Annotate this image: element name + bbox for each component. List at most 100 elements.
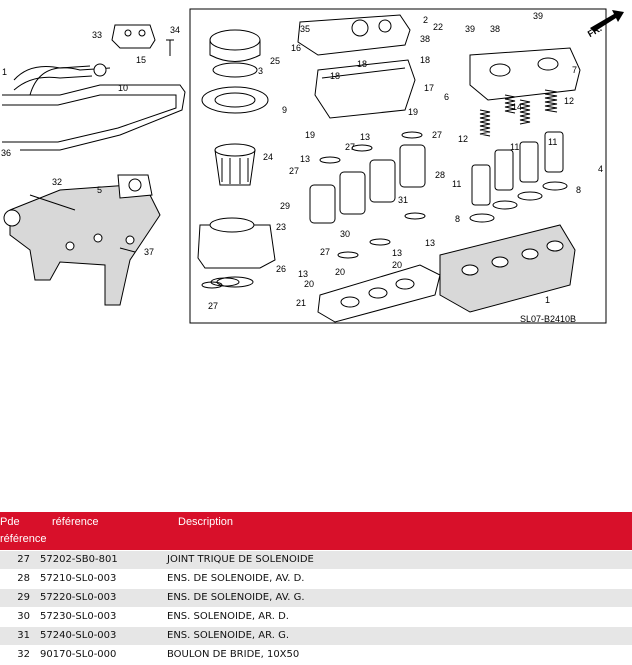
svg-text:8: 8 — [455, 214, 460, 224]
table-row[interactable]: 30 57230-SL0-003 ENS. SOLENOIDE, AR. D. — [0, 607, 632, 626]
svg-text:9: 9 — [282, 105, 287, 115]
svg-text:11: 11 — [510, 142, 519, 152]
svg-text:27: 27 — [432, 130, 442, 140]
svg-text:21: 21 — [296, 298, 306, 308]
svg-text:34: 34 — [170, 25, 180, 35]
cell-description: ENS. DE SOLENOIDE, AV. G. — [167, 592, 305, 603]
cell-pde: 27 — [17, 554, 30, 565]
cell-description: BOULON DE BRIDE, 10X50 — [167, 649, 300, 660]
svg-text:23: 23 — [276, 222, 286, 232]
svg-text:37: 37 — [144, 247, 154, 257]
svg-text:36: 36 — [1, 148, 11, 158]
solenoid-assemblies — [309, 144, 426, 224]
cell-description: JOINT TRIQUE DE SOLENOIDE — [167, 554, 314, 565]
svg-text:35: 35 — [300, 24, 310, 34]
svg-text:5: 5 — [97, 185, 102, 195]
cell-reference[interactable]: 57240-SL0-003 — [40, 630, 117, 641]
svg-text:8: 8 — [576, 185, 581, 195]
cell-pde: 30 — [17, 611, 30, 622]
header-pde-reference: référence — [0, 533, 47, 545]
cell-description: ENS. DE SOLENOIDE, AV. D. — [167, 573, 305, 584]
svg-text:27: 27 — [345, 142, 355, 152]
svg-text:12: 12 — [564, 96, 574, 106]
o-rings-27 — [201, 131, 426, 289]
springs-12-14 — [479, 89, 558, 137]
svg-text:39: 39 — [533, 11, 543, 21]
housing-17 — [314, 59, 416, 119]
svg-text:13: 13 — [300, 154, 310, 164]
svg-text:15: 15 — [136, 55, 146, 65]
svg-text:28: 28 — [435, 170, 445, 180]
cell-description: ENS. SOLENOIDE, AR. G. — [167, 630, 290, 641]
svg-text:27: 27 — [289, 166, 299, 176]
svg-text:32: 32 — [52, 177, 62, 187]
parts-table: Pde référence référence Description 27 5… — [0, 512, 632, 664]
svg-text:18: 18 — [420, 55, 430, 65]
svg-text:27: 27 — [320, 247, 330, 257]
svg-text:16: 16 — [291, 43, 301, 53]
table-row[interactable]: 29 57220-SL0-003 ENS. DE SOLENOIDE, AV. … — [0, 588, 632, 607]
svg-text:17: 17 — [424, 83, 434, 93]
exploded-view-drawing: FR. SL07-B2410B 33 34 15 10 1 36 32 5 37… — [1, 8, 624, 324]
header-description: Description — [178, 516, 234, 528]
bracket-15 — [111, 24, 156, 49]
svg-text:6: 6 — [444, 92, 449, 102]
svg-text:11: 11 — [452, 179, 461, 189]
cell-description: ENS. SOLENOIDE, AR. D. — [167, 611, 289, 622]
svg-text:38: 38 — [420, 34, 430, 44]
svg-text:30: 30 — [340, 229, 350, 239]
svg-text:13: 13 — [298, 269, 308, 279]
svg-text:20: 20 — [392, 260, 402, 270]
cover-16 — [297, 14, 411, 56]
svg-text:10: 10 — [118, 83, 128, 93]
reservoir-23 — [197, 224, 276, 269]
svg-text:24: 24 — [263, 152, 273, 162]
front-direction-arrow: FR. — [586, 10, 624, 39]
table-row[interactable]: 32 90170-SL0-000 BOULON DE BRIDE, 10X50 — [0, 645, 632, 664]
bracket-5 — [9, 184, 161, 306]
svg-text:13: 13 — [425, 238, 435, 248]
svg-text:20: 20 — [335, 267, 345, 277]
cell-pde: 31 — [17, 630, 30, 641]
ring-3 — [212, 62, 258, 78]
svg-text:22: 22 — [433, 22, 443, 32]
header-pde: Pde — [0, 516, 20, 528]
cell-reference[interactable]: 57230-SL0-003 — [40, 611, 117, 622]
seal-9 — [201, 86, 269, 114]
diagram-frame — [189, 8, 607, 324]
svg-text:26: 26 — [276, 264, 286, 274]
svg-text:19: 19 — [305, 130, 315, 140]
svg-text:14: 14 — [512, 102, 522, 112]
cap-25 — [209, 29, 261, 51]
svg-text:12: 12 — [458, 134, 468, 144]
cell-reference[interactable]: 57202-SB0-801 — [40, 554, 118, 565]
table-row[interactable]: 31 57240-SL0-003 ENS. SOLENOIDE, AR. G. — [0, 626, 632, 645]
svg-text:33: 33 — [92, 30, 102, 40]
table-header: Pde référence référence Description — [0, 512, 632, 550]
svg-text:1: 1 — [545, 295, 550, 305]
svg-text:20: 20 — [304, 279, 314, 289]
svg-text:13: 13 — [392, 248, 402, 258]
valve-cover-6 — [469, 47, 581, 101]
cell-pde: 29 — [17, 592, 30, 603]
svg-text:18: 18 — [330, 71, 340, 81]
header-reference: référence — [52, 516, 99, 528]
svg-text:7: 7 — [572, 65, 577, 75]
table-row[interactable]: 28 57210-SL0-003 ENS. DE SOLENOIDE, AV. … — [0, 569, 632, 588]
svg-text:27: 27 — [208, 301, 218, 311]
svg-text:13: 13 — [360, 132, 370, 142]
cell-reference[interactable]: 57210-SL0-003 — [40, 573, 117, 584]
svg-text:2: 2 — [423, 15, 428, 25]
cell-reference[interactable]: 90170-SL0-000 — [40, 649, 117, 660]
svg-text:19: 19 — [408, 107, 418, 117]
parts-diagram: FR. SL07-B2410B 33 34 15 10 1 36 32 5 37… — [0, 0, 632, 330]
table-row[interactable]: 27 57202-SB0-801 JOINT TRIQUE DE SOLENOI… — [0, 550, 632, 569]
svg-text:29: 29 — [280, 201, 290, 211]
pipe-10 — [2, 84, 186, 151]
valve-body-4 — [439, 224, 576, 313]
svg-text:11: 11 — [548, 137, 557, 147]
hose-33 — [13, 65, 93, 91]
cell-reference[interactable]: 57220-SL0-003 — [40, 592, 117, 603]
svg-text:3: 3 — [258, 66, 263, 76]
diagram-code: SL07-B2410B — [520, 314, 576, 324]
